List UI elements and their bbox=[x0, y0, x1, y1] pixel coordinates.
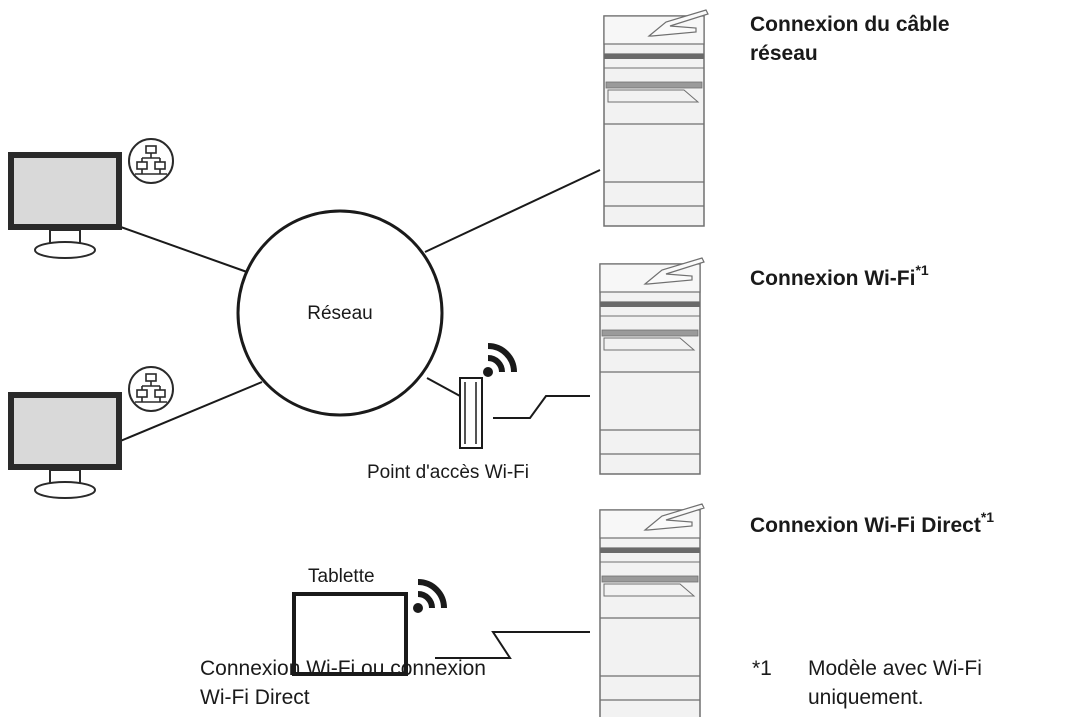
printer-icon bbox=[603, 9, 709, 227]
network-icon bbox=[128, 138, 174, 184]
printer-icon bbox=[599, 503, 705, 717]
cable-connection-label-line2: réseau bbox=[750, 42, 818, 65]
wifi-signal-icon bbox=[413, 582, 444, 613]
access-point: Point d'accès Wi-Fi bbox=[367, 346, 529, 483]
computer-2 bbox=[7, 366, 174, 499]
network-label: Réseau bbox=[307, 303, 373, 324]
tablet-caption-line1: Connexion Wi-Fi ou connexion bbox=[200, 657, 486, 680]
access-point-link bbox=[426, 377, 461, 397]
computer-1 bbox=[7, 138, 174, 259]
wifi-connection-text: Connexion Wi-Fi bbox=[750, 267, 915, 290]
network-circle bbox=[236, 209, 444, 417]
pc2-link bbox=[117, 381, 263, 443]
pc1-link bbox=[117, 225, 248, 273]
network-node: Réseau bbox=[236, 209, 444, 417]
printer-icon bbox=[599, 257, 705, 475]
connection-lines bbox=[117, 169, 601, 659]
footnote-marker: *1 bbox=[752, 657, 772, 680]
wifi-connection-label: Connexion Wi-Fi*1 bbox=[750, 262, 929, 290]
network-icon bbox=[128, 366, 174, 412]
tablet-icon bbox=[292, 592, 408, 676]
cable-connection-label-line1: Connexion du câble bbox=[750, 13, 950, 36]
printer1-link bbox=[424, 169, 601, 253]
footnote-line2: uniquement. bbox=[808, 686, 924, 709]
access-point-icon bbox=[459, 377, 483, 449]
monitor-icon bbox=[7, 391, 123, 499]
tablet-caption-line2: Wi-Fi Direct bbox=[200, 686, 310, 709]
wifi-footnote-mark: *1 bbox=[915, 262, 928, 278]
wifi-signal-icon bbox=[483, 346, 514, 377]
wifi-zigzag-1 bbox=[493, 395, 590, 419]
tablet-label: Tablette bbox=[308, 566, 375, 587]
access-point-label: Point d'accès Wi-Fi bbox=[367, 462, 529, 483]
wifi-direct-connection-text: Connexion Wi-Fi Direct bbox=[750, 514, 981, 537]
wifi-direct-footnote-mark: *1 bbox=[981, 509, 994, 525]
tablet: Tablette Connexion Wi-Fi ou connexion Wi… bbox=[200, 566, 486, 709]
wifi-direct-connection-label: Connexion Wi-Fi Direct*1 bbox=[750, 509, 994, 537]
wifi-zigzag-2 bbox=[435, 631, 590, 659]
monitor-icon bbox=[7, 151, 123, 259]
footnote-line1: Modèle avec Wi-Fi bbox=[808, 657, 982, 680]
